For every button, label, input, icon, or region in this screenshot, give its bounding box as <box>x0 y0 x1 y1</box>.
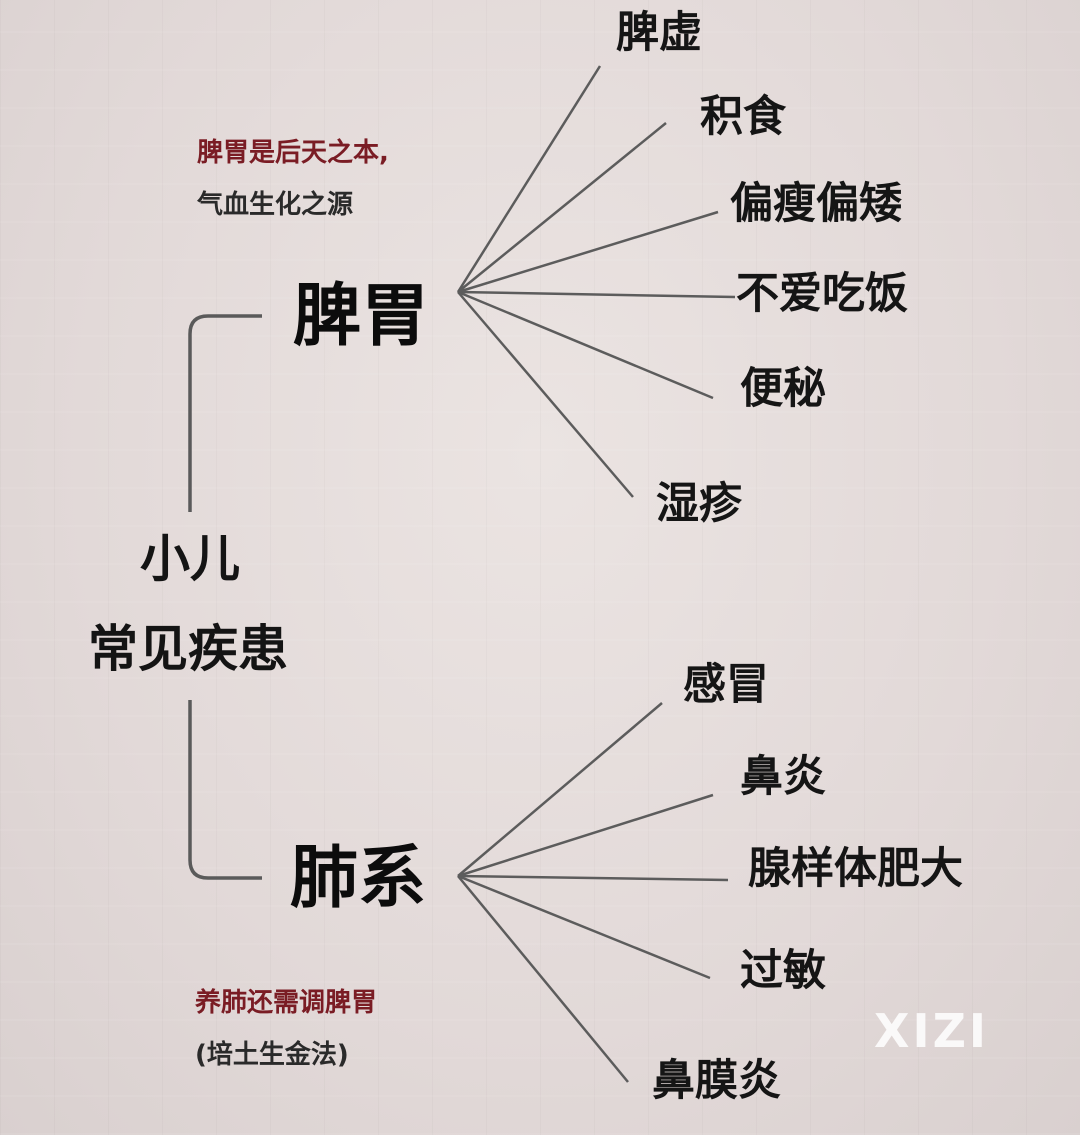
leaf-nasal-membrane-inflammation: 鼻膜炎 <box>652 1056 781 1106</box>
leaf-poor-appetite: 不爱吃饭 <box>736 269 908 319</box>
lung-line-3 <box>457 874 729 882</box>
leaf-allergy: 过敏 <box>740 946 826 996</box>
spleen-note-line-2: 气血生化之源 <box>197 190 354 220</box>
leaf-spleen-deficiency: 脾虚 <box>616 8 702 58</box>
lung-line-4 <box>457 874 711 980</box>
spleen-fan <box>456 65 736 498</box>
bracket-top <box>188 314 262 512</box>
leaf-rhinitis: 鼻炎 <box>740 752 826 802</box>
spleen-line-4 <box>457 290 736 299</box>
leaf-cold: 感冒 <box>683 660 769 710</box>
root-label-line-1: 小儿 <box>140 530 240 588</box>
lung-note-line-1: 养肺还需调脾胃 <box>195 988 378 1018</box>
leaf-food-retention: 积食 <box>700 92 786 142</box>
leaf-eczema: 湿疹 <box>656 479 742 529</box>
leaf-underweight-short: 偏瘦偏矮 <box>730 179 902 229</box>
branch-label-lung: 肺系 <box>290 839 427 918</box>
spleen-note-line-1: 脾胃是后天之本, <box>197 138 389 168</box>
lung-line-1 <box>457 702 663 877</box>
spleen-line-3 <box>457 210 719 294</box>
lung-line-2 <box>457 793 714 878</box>
leaf-constipation: 便秘 <box>740 364 826 414</box>
spleen-line-6 <box>457 291 634 498</box>
spleen-line-5 <box>457 290 714 400</box>
spleen-line-1 <box>456 65 602 293</box>
watermark: XIZI <box>874 1004 990 1058</box>
lung-note-line-2: (培土生金法) <box>195 1040 349 1070</box>
branch-label-spleen: 脾胃 <box>293 277 430 356</box>
lung-fan <box>457 702 729 1083</box>
root-label-line-2: 常见疾患 <box>88 620 288 678</box>
lung-line-5 <box>457 875 629 1083</box>
leaf-adenoid-hypertrophy: 腺样体肥大 <box>748 844 963 894</box>
spleen-line-2 <box>457 122 667 293</box>
bracket-bottom <box>188 700 262 880</box>
